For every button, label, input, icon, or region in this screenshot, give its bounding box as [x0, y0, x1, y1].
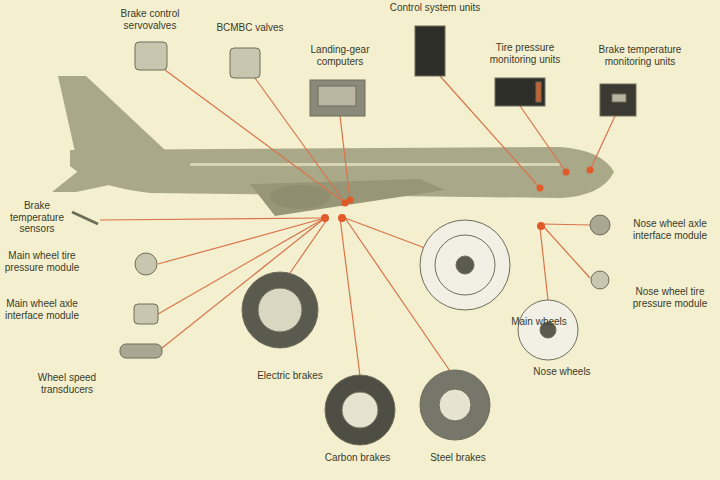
part-label: Steel brakes [418, 452, 498, 464]
part-label: Nose wheel tire pressure module [625, 286, 715, 309]
part-label: Tire pressure monitoring units [480, 42, 570, 65]
part-label: Wheel speed transducers [22, 372, 112, 395]
part-label: Brake temperature sensors [2, 200, 72, 235]
part-label: Landing-gear computers [300, 44, 380, 67]
part-label: Carbon brakes [315, 452, 400, 464]
part-label: Main wheel tire pressure module [2, 250, 82, 273]
part-label: Nose wheel axle interface module [625, 218, 715, 241]
part-label: Brake temperature monitoring units [590, 44, 690, 67]
part-label: BCMBC valves [210, 22, 290, 34]
part-label: Main wheel axle interface module [2, 298, 82, 321]
part-label: Main wheels [504, 316, 574, 328]
part-label: Control system units [385, 2, 485, 14]
aircraft-silhouette [52, 76, 614, 216]
part-label: Electric brakes [250, 370, 330, 382]
component-pictures [72, 26, 636, 445]
part-label: Nose wheels [522, 366, 602, 378]
windows [190, 163, 560, 166]
leader-lines [100, 70, 615, 376]
part-label: Brake control servovalves [110, 8, 190, 31]
